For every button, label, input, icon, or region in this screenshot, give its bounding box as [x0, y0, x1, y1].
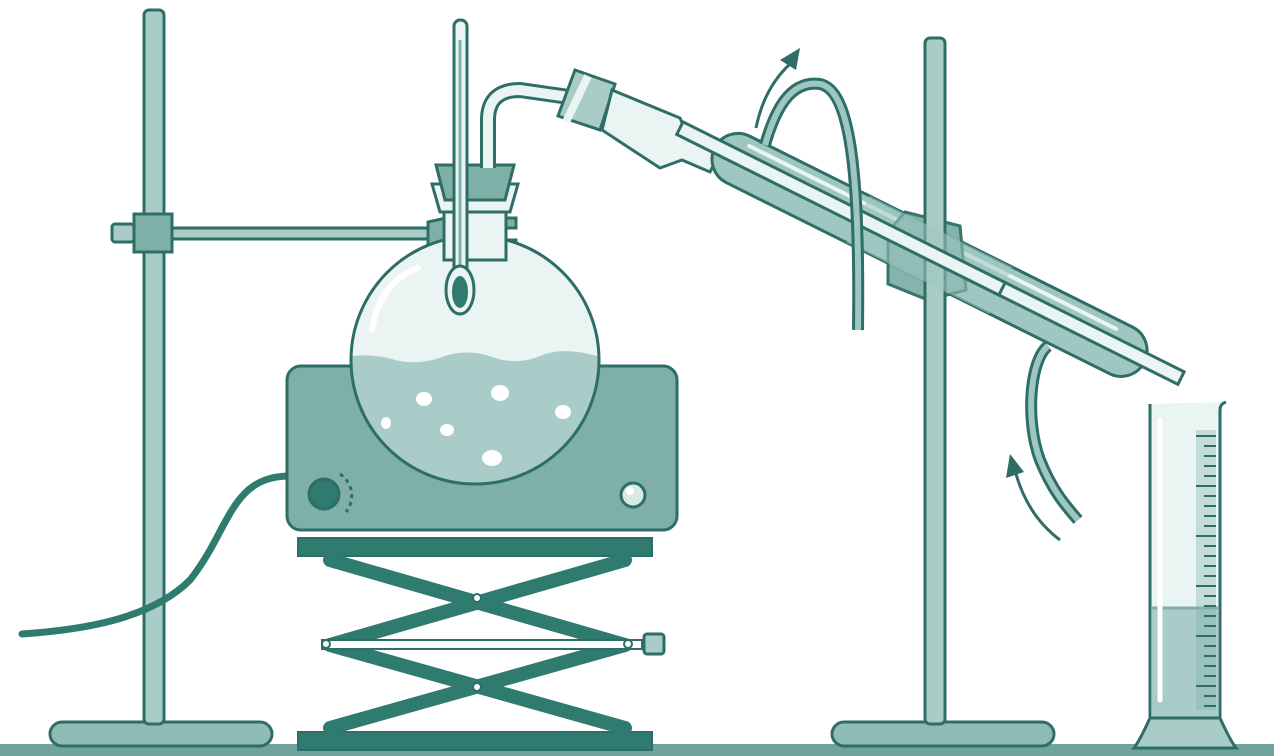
left-clamp-arm [166, 226, 432, 241]
stopper [434, 163, 516, 202]
dial-icon [307, 477, 341, 511]
pivot-pin [321, 639, 331, 649]
tube-connector [556, 68, 617, 132]
water-outlet-hose-inner [762, 80, 862, 331]
lab-jack-screw-rod [321, 639, 643, 650]
right-stand-base [830, 720, 1056, 748]
bosshead-screw [110, 222, 136, 244]
cylinder-scale-strip [1196, 430, 1216, 710]
left-stand-rod [142, 8, 166, 726]
lab-jack-knob [642, 632, 666, 656]
thermometer-bulb-liquid [452, 276, 468, 308]
lab-jack-top-plate [297, 537, 653, 557]
vapor-tube-inner [483, 84, 577, 168]
water-inlet-hose-inner [1028, 343, 1081, 522]
cylinder-graduations [1196, 435, 1216, 707]
boiling-bubble [416, 392, 432, 406]
left-stand-base [48, 720, 274, 748]
arrow-up-curved-icon [1006, 454, 1061, 542]
heater-power-cable [18, 472, 294, 638]
light-highlight [626, 487, 634, 495]
cylinder-foot [1131, 716, 1239, 750]
pivot-pin [623, 639, 633, 649]
left-bosshead [132, 212, 174, 254]
lab-jack [297, 537, 666, 751]
boiling-bubble [555, 405, 571, 419]
boiling-bubble [440, 424, 454, 436]
boiling-bubble [491, 385, 509, 401]
flask-reflection [369, 265, 421, 333]
pivot-pin [472, 593, 482, 603]
arrow-up-curved-icon [754, 48, 800, 129]
pivot-pin [472, 682, 482, 692]
thermometer [444, 18, 476, 316]
light-icon [619, 481, 647, 509]
right-stand-rod [923, 36, 947, 726]
lab-jack-bottom-plate [297, 731, 653, 751]
boiling-bubble [381, 417, 391, 429]
right-retort-stand [830, 36, 1056, 748]
graduated-cylinder [1131, 400, 1239, 750]
boiling-bubble [482, 450, 502, 466]
